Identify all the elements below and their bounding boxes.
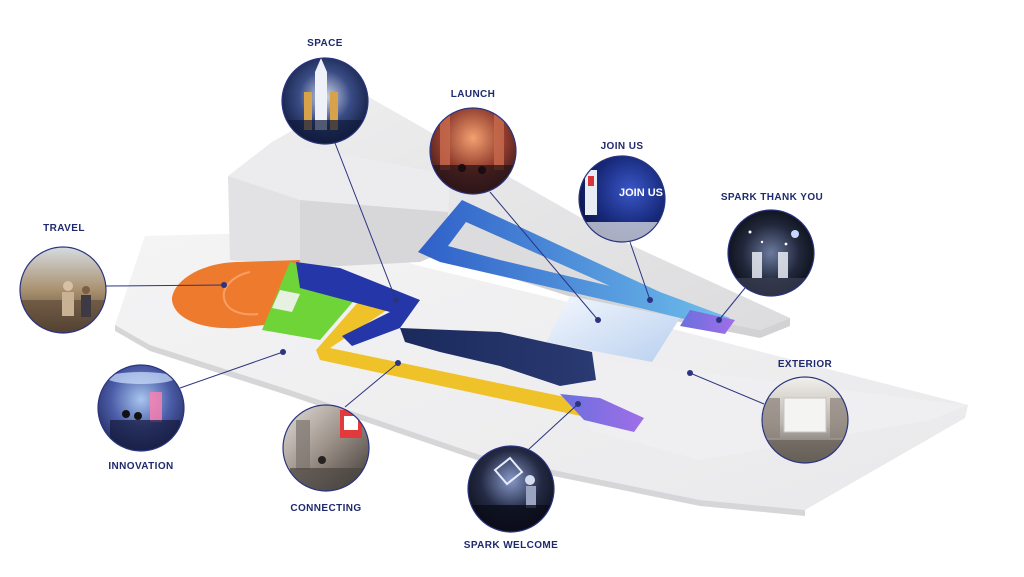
travel-zone bbox=[172, 260, 300, 329]
join-us-sign-text: JOIN US bbox=[619, 187, 663, 199]
label-travel: TRAVEL bbox=[43, 223, 85, 234]
join-us-zone bbox=[418, 200, 730, 328]
connecting-thumbnail[interactable] bbox=[282, 404, 370, 493]
spark-thank-you-zone bbox=[680, 310, 735, 334]
exterior-thumbnail[interactable] bbox=[760, 376, 850, 465]
travel-thumbnail[interactable] bbox=[19, 246, 110, 334]
label-connecting: CONNECTING bbox=[290, 503, 362, 514]
label-join-us: JOIN US bbox=[600, 141, 644, 152]
launch-zone bbox=[400, 328, 596, 386]
tall-block-front bbox=[228, 176, 300, 268]
label-launch: LAUNCH bbox=[450, 89, 496, 100]
leader-spark-welcome bbox=[527, 403, 579, 451]
label-spark-welcome: SPARK WELCOME bbox=[463, 540, 559, 551]
leader-join-us bbox=[629, 241, 651, 301]
spark-welcome-zone bbox=[560, 394, 644, 432]
leader-exterior bbox=[689, 372, 765, 405]
join-us-thumbnail[interactable]: JOIN US bbox=[578, 155, 670, 247]
leader-travel bbox=[105, 284, 225, 287]
leader-lines bbox=[105, 142, 765, 451]
label-spark-thank-you: SPARK THANK YOU bbox=[720, 192, 824, 203]
exterior-zone bbox=[546, 296, 680, 362]
spark-thank-you-thumbnail[interactable] bbox=[727, 209, 820, 298]
spark-welcome-thumbnail[interactable] bbox=[467, 445, 555, 535]
leader-spark-thank-you bbox=[718, 287, 746, 321]
leader-innovation bbox=[179, 351, 284, 389]
label-innovation: INNOVATION bbox=[108, 461, 174, 472]
tall-block-side bbox=[300, 200, 448, 268]
label-space: SPACE bbox=[307, 38, 343, 49]
space-thumbnail[interactable] bbox=[281, 57, 369, 150]
leader-launch bbox=[489, 191, 599, 321]
roof-wing-edge bbox=[448, 250, 790, 338]
roof-wing-top bbox=[272, 92, 790, 330]
space-zone bbox=[296, 262, 420, 346]
leader-space bbox=[334, 142, 397, 301]
leader-connecting bbox=[344, 362, 399, 408]
innovation-thumbnail[interactable] bbox=[97, 364, 185, 452]
tall-block-top bbox=[228, 142, 450, 225]
building-model bbox=[115, 92, 968, 516]
leader-dots bbox=[221, 282, 722, 407]
label-exterior: EXTERIOR bbox=[777, 359, 833, 370]
